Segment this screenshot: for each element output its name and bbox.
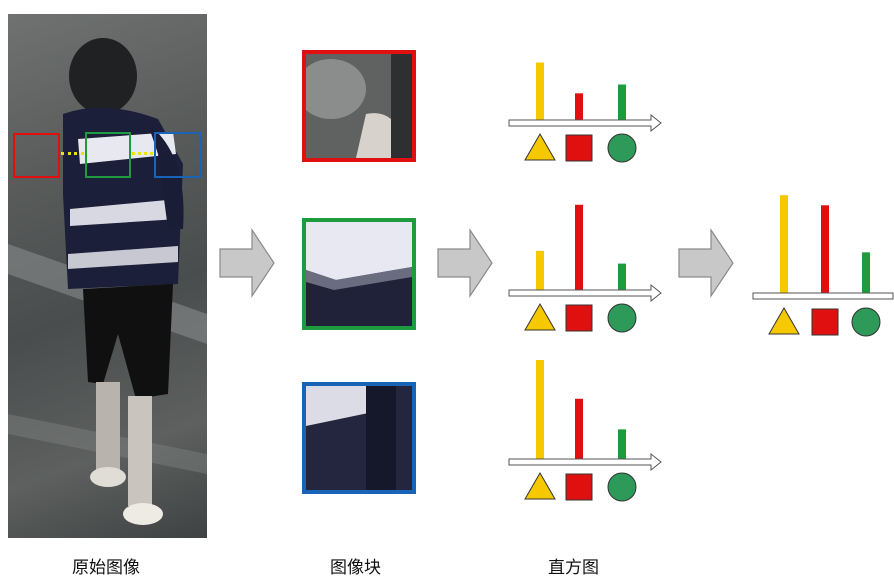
histogram-blue-patch-bar-green (618, 429, 626, 462)
right-arrow-icon (678, 228, 734, 298)
histogram-red-patch-square-shape (565, 134, 593, 162)
histogram-blue-patch-triangle-shape (524, 471, 556, 500)
histogram-red-patch-bar-yellow (536, 62, 544, 123)
histogram-green-patch-bar-green (618, 263, 626, 293)
caption-histogram: 直方图 (548, 558, 599, 578)
histogram-red-patch-axis-arrow (508, 113, 662, 133)
histogram-red-patch-bar-red (575, 93, 583, 123)
histogram-red-patch-circle-shape (607, 133, 637, 163)
histogram-green-patch-circle-shape (607, 303, 637, 333)
histogram-combined-circle-shape (851, 307, 881, 337)
dotted-connector-left (61, 152, 84, 155)
right-arrow-icon (219, 228, 275, 298)
histogram-red-patch-triangle-shape (524, 132, 556, 161)
histogram-blue-patch-square-shape (565, 473, 593, 501)
histogram-blue-patch-axis-arrow (508, 452, 662, 472)
histogram-combined-axis-bar (752, 292, 894, 300)
green-patch-box (85, 132, 131, 178)
caption-original-image: 原始图像 (72, 558, 140, 578)
histogram-combined-bar-green (862, 252, 870, 296)
red-patch-content (306, 54, 412, 158)
histogram-green-patch-triangle-shape (524, 302, 556, 331)
blue-patch-content (306, 386, 412, 490)
caption-image-patches: 图像块 (330, 558, 381, 578)
histogram-blue-patch-bar-yellow (536, 360, 544, 462)
original-person-image (8, 14, 207, 538)
blue-patch-box (154, 132, 201, 178)
original-person-illustration (8, 38, 207, 525)
red-image-patch (302, 50, 416, 162)
histogram-green-patch-bar-yellow (536, 250, 544, 293)
histogram-combined-triangle-shape (768, 306, 800, 335)
histogram-blue-patch-bar-red (575, 398, 583, 462)
blue-image-patch (302, 382, 416, 494)
dotted-connector-right (132, 152, 153, 155)
histogram-red-patch-bar-green (618, 84, 626, 123)
histogram-combined-bar-yellow (780, 195, 788, 296)
red-patch-box (13, 133, 60, 178)
histogram-green-patch-bar-red (575, 204, 583, 293)
histogram-blue-patch-circle-shape (607, 472, 637, 502)
histogram-combined-bar-red (821, 205, 829, 296)
histogram-green-patch-axis-arrow (508, 283, 662, 303)
green-patch-content (306, 222, 412, 326)
green-image-patch (302, 218, 416, 330)
histogram-combined-square-shape (811, 308, 839, 336)
histogram-green-patch-square-shape (565, 304, 593, 332)
right-arrow-icon (437, 228, 493, 298)
